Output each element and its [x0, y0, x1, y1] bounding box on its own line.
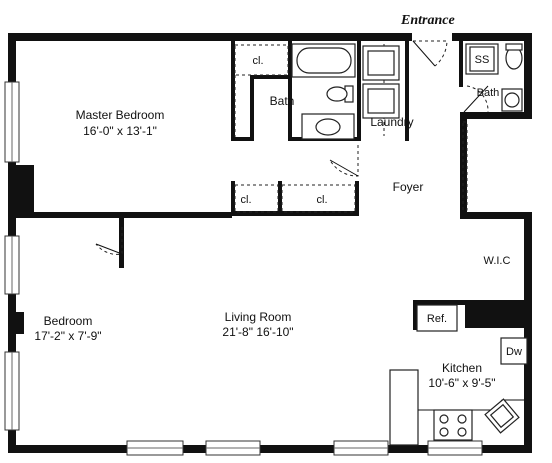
- wic-label: W.I.C: [484, 255, 511, 267]
- master-bedroom-size: 16'-0" x 13'-1": [83, 124, 157, 138]
- toilet: [326, 85, 354, 103]
- closet-label-top: cl.: [253, 55, 264, 67]
- closet-outlines: [234, 44, 468, 213]
- bathtub: [291, 43, 356, 78]
- kitchen-fixtures: [389, 304, 528, 446]
- closet-label-mid-left: cl.: [241, 194, 252, 206]
- bath-sink: [301, 113, 355, 140]
- windows: [4, 81, 483, 456]
- living-room-size: 21'-8" 16'-10": [222, 325, 293, 339]
- master-bedroom-name: Master Bedroom: [76, 108, 165, 122]
- door-swings: [95, 40, 489, 255]
- closet-label-mid-right: cl.: [317, 194, 328, 206]
- entrance-label: Entrance: [400, 13, 455, 28]
- bedroom-name: Bedroom: [44, 314, 93, 328]
- bath-label: Bath: [270, 94, 295, 108]
- kitchen-size: 10'-6" x 9'-5": [428, 376, 495, 390]
- interior-walls: [16, 41, 524, 330]
- kitchen-name: Kitchen: [442, 361, 482, 375]
- ss-label: SS: [475, 54, 490, 66]
- living-room-name: Living Room: [225, 310, 292, 324]
- foyer-label: Foyer: [393, 180, 424, 194]
- ref-label: Ref.: [427, 313, 447, 325]
- small-bath-label: Bath: [477, 87, 500, 99]
- laundry-label: Laundry: [370, 115, 413, 129]
- washer-dryer: [362, 45, 400, 119]
- bedroom-size: 17'-2" x 7'-9": [34, 329, 101, 343]
- dw-label: Dw: [506, 346, 522, 358]
- small-bath-fixtures: [465, 43, 523, 112]
